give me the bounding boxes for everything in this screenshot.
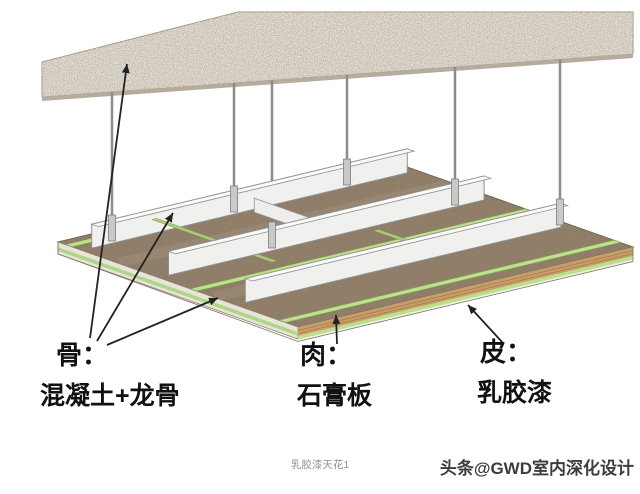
runner-flange [167,175,493,255]
arrow-to-paint [467,304,504,344]
main-runner [167,175,493,277]
concrete-slab-bottom-edge [42,54,633,101]
concrete-slab [41,11,634,101]
label-bone-title: 骨： [56,340,109,370]
label-skin-desc: 乳胶漆 [477,379,553,407]
keel-framework [64,148,622,323]
hanger-bracket [343,158,351,186]
runner-flange [243,202,570,282]
arrow-to-gypsum [332,314,341,345]
leader-arrows [89,63,504,346]
arrow-to-concrete [89,63,130,339]
runner-flange [90,148,416,228]
arrow-to-runner [96,212,174,342]
figure-caption: 乳胶漆天花1 [290,459,350,471]
concrete-texture-light [42,12,633,97]
edge-front-keel [298,256,633,340]
edge-left-keel-line [57,247,299,336]
hanger-bracket [230,185,238,213]
label-flesh-desc: 石膏板 [297,382,373,410]
watermark-credit: 头条@GWD室内深化设计 [439,459,634,478]
label-skin-title: 皮： [480,337,533,367]
hanger-brackets [108,158,564,249]
label-bone-desc: 混凝土+龙骨 [40,382,180,410]
edge-front-paint [298,259,633,342]
hanger-bracket [108,214,116,242]
hanger-bracket [556,198,564,226]
edge-outline [57,242,634,342]
board-edge-section [57,241,634,342]
hanger-rods [110,59,562,225]
arrow-to-keel-edge [106,297,219,346]
hanger-bracket [268,221,276,249]
hanger-bracket [451,178,459,206]
label-flesh-title: 肉： [300,340,353,370]
